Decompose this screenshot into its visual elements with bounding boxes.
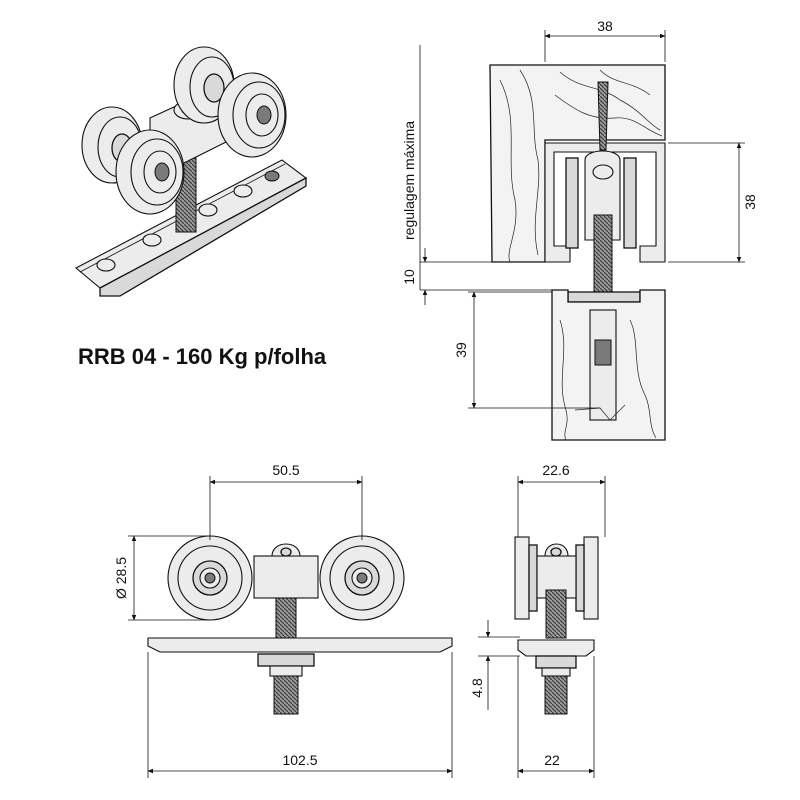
dim-section-height: 38 bbox=[668, 142, 758, 263]
side-view-right-wheel bbox=[583, 536, 599, 620]
front-view-stud bbox=[275, 597, 297, 639]
dim-side-top-width-label: 22.6 bbox=[542, 462, 569, 478]
dim-nut-height-label: 4.8 bbox=[469, 678, 485, 698]
dim-regulation: regulagem máxima 10 bbox=[401, 45, 552, 305]
dim-wheel-spacing: 50.5 bbox=[209, 462, 363, 540]
lag-screw bbox=[597, 81, 609, 151]
dim-side-top-width: 22.6 bbox=[517, 462, 606, 537]
dim-side-bottom-width-label: 22 bbox=[544, 752, 560, 768]
dim-lower-height-label: 39 bbox=[453, 342, 469, 358]
upper-wood-beam bbox=[489, 64, 666, 263]
front-view-left-wheel bbox=[167, 535, 253, 621]
dim-section-width-label: 38 bbox=[597, 18, 613, 34]
product-title: RRB 04 - 160 Kg p/folha bbox=[78, 344, 327, 369]
side-view-stud bbox=[545, 589, 567, 639]
isometric-product-view bbox=[75, 46, 308, 297]
section-view: 38 38 regulagem máxima 10 39 bbox=[401, 18, 758, 441]
side-view-bracket bbox=[517, 639, 595, 715]
front-view: 50.5 Ø 28.5 102.5 bbox=[113, 462, 453, 778]
front-wheel-left bbox=[115, 129, 185, 215]
dim-lower-height: 39 bbox=[453, 291, 600, 409]
dim-wheel-diameter: Ø 28.5 bbox=[113, 535, 210, 621]
front-wheel-right bbox=[217, 72, 287, 158]
side-view: 22.6 4.8 22 bbox=[469, 462, 606, 778]
front-view-right-wheel bbox=[319, 535, 405, 621]
dim-nut-height: 4.8 bbox=[469, 620, 520, 710]
dim-section-width: 38 bbox=[544, 18, 666, 62]
regulation-value: 10 bbox=[401, 269, 417, 285]
section-threaded-stud bbox=[593, 214, 613, 296]
dim-side-bottom-width: 22 bbox=[517, 656, 595, 778]
dim-wheel-diameter-label: Ø 28.5 bbox=[113, 557, 129, 599]
dim-wheel-spacing-label: 50.5 bbox=[272, 462, 299, 478]
front-view-plate bbox=[147, 637, 453, 715]
regulation-label: regulagem máxima bbox=[401, 121, 417, 240]
door-leaf bbox=[551, 289, 666, 441]
side-view-left-wheel bbox=[514, 536, 530, 620]
front-view-body bbox=[253, 543, 319, 599]
dim-plate-length-label: 102.5 bbox=[282, 752, 317, 768]
dim-plate-length: 102.5 bbox=[147, 652, 453, 778]
dim-section-height-label: 38 bbox=[742, 194, 758, 210]
